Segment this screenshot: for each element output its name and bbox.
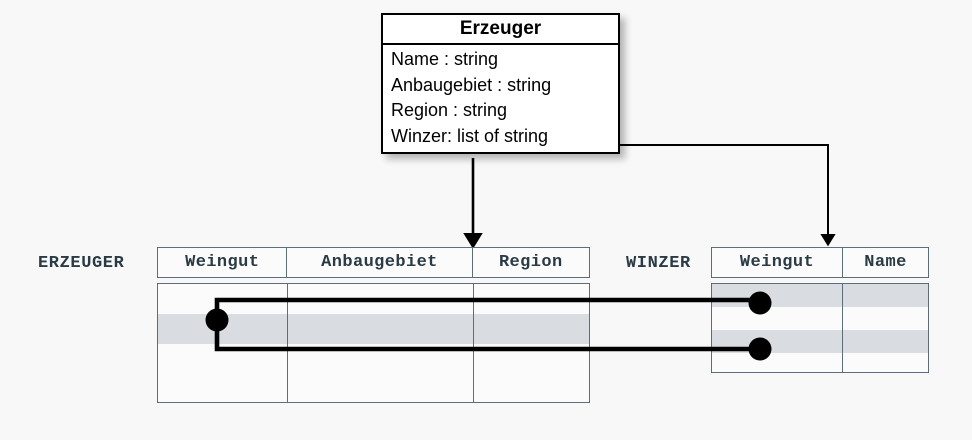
column-header-weingut: Weingut: [712, 248, 843, 277]
table-cell: [158, 284, 288, 314]
arrow-to-winzer-table: [604, 144, 836, 247]
table-cell: [843, 353, 928, 372]
uml-attribute-name: Name : string: [391, 49, 499, 70]
table-header-erzeuger: Weingut Anbaugebiet Region: [157, 247, 590, 278]
uml-class-name: Erzeuger: [383, 15, 618, 46]
table-row: [158, 344, 589, 374]
table-cell: [712, 330, 843, 353]
uml-attribute-region: Region : string: [391, 100, 508, 121]
table-label-erzeuger: ERZEUGER: [38, 254, 125, 273]
table-row: [158, 314, 589, 344]
table-cell: [712, 353, 843, 372]
uml-attribute-winzer: Winzer: list of string: [391, 125, 549, 146]
table-body-winzer: [711, 283, 929, 373]
table-cell: [288, 344, 474, 374]
column-header-name: Name: [864, 253, 907, 272]
column-header-weingut: Weingut: [158, 248, 288, 277]
uml-attribute-anbaugebiet: Anbaugebiet : string: [391, 74, 552, 95]
table-cell: [474, 374, 589, 402]
table-cell: [288, 374, 474, 402]
uml-attribute-list: Name : string Anbaugebiet : string Regio…: [383, 45, 618, 152]
table-row: [158, 374, 589, 402]
table-cell: [288, 314, 474, 344]
table-cell: [843, 330, 928, 353]
table-cell: [288, 284, 474, 314]
table-cell: [474, 314, 589, 344]
uml-class-box-erzeuger: Erzeuger Name : string Anbaugebiet : str…: [381, 13, 620, 155]
table-cell: [474, 284, 589, 314]
table-body-erzeuger: [157, 283, 590, 403]
table-row: [712, 353, 928, 372]
column-header-anbaugebiet: Anbaugebiet: [287, 248, 473, 277]
table-header-winzer: Weingut Name: [711, 247, 929, 278]
table-label-winzer: WINZER: [626, 254, 691, 273]
table-row: [712, 330, 928, 353]
table-cell: [158, 344, 288, 374]
table-cell: [843, 284, 928, 307]
table-cell: [712, 307, 843, 330]
table-cell: [158, 374, 288, 402]
table-row: [712, 307, 928, 330]
column-header-region: Region: [498, 253, 563, 272]
table-cell: [158, 314, 288, 344]
table-cell: [712, 284, 843, 307]
table-row: [158, 284, 589, 314]
table-row: [712, 284, 928, 307]
table-cell: [843, 307, 928, 330]
table-cell: [474, 344, 589, 374]
